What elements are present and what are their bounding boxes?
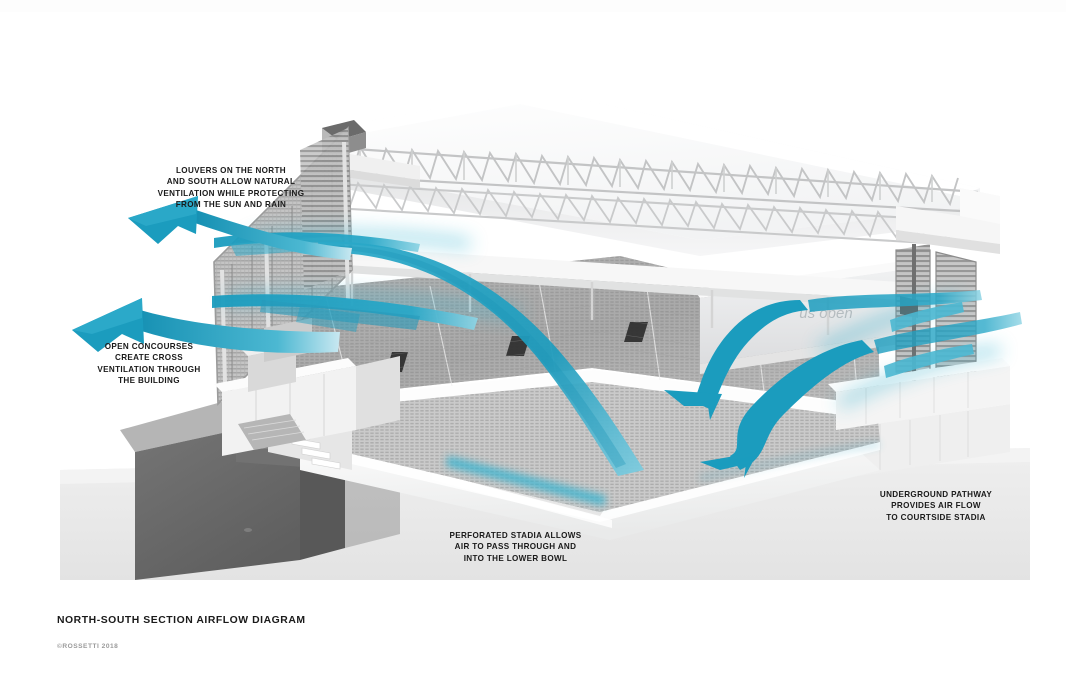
roof-assembly [322, 90, 980, 256]
annotation-perforated-stadia: PERFORATED STADIA ALLOWS AIR TO PASS THR… [449, 531, 582, 563]
diagram-title: NORTH-SOUTH SECTION AIRFLOW DIAGRAM [57, 615, 306, 626]
roof-truss-lower [333, 181, 979, 248]
copyright-credit: ©ROSSETTI 2018 [57, 643, 119, 650]
annotation-underground-pathway: UNDERGROUND PATHWAY PROVIDES AIR FLOW TO… [879, 490, 993, 522]
airflow-arrow-exhaust-lower [72, 298, 340, 353]
airflow-arrow-intake-upper [664, 290, 982, 420]
airflow-ground-reflection [699, 440, 881, 482]
airflow-through-east-louvers [884, 302, 974, 378]
east-cornice [896, 188, 1000, 254]
stadium-section-rendering: us open [60, 90, 1030, 580]
top-edge-band [0, 0, 1066, 12]
airflow-stream-cross-roof [318, 241, 644, 476]
annotation-open-concourses: OPEN CONCOURSES CREATE CROSS VENTILATION… [97, 342, 201, 386]
airflow-arrow-exhaust-upper [128, 196, 352, 260]
annotation-louvers: LOUVERS ON THE NORTH AND SOUTH ALLOW NAT… [157, 166, 305, 210]
airflow-stream-mid-louver [212, 294, 478, 332]
airflow-glow-perforated [446, 456, 606, 506]
airflow-arrow-intake-lower [700, 312, 1022, 478]
